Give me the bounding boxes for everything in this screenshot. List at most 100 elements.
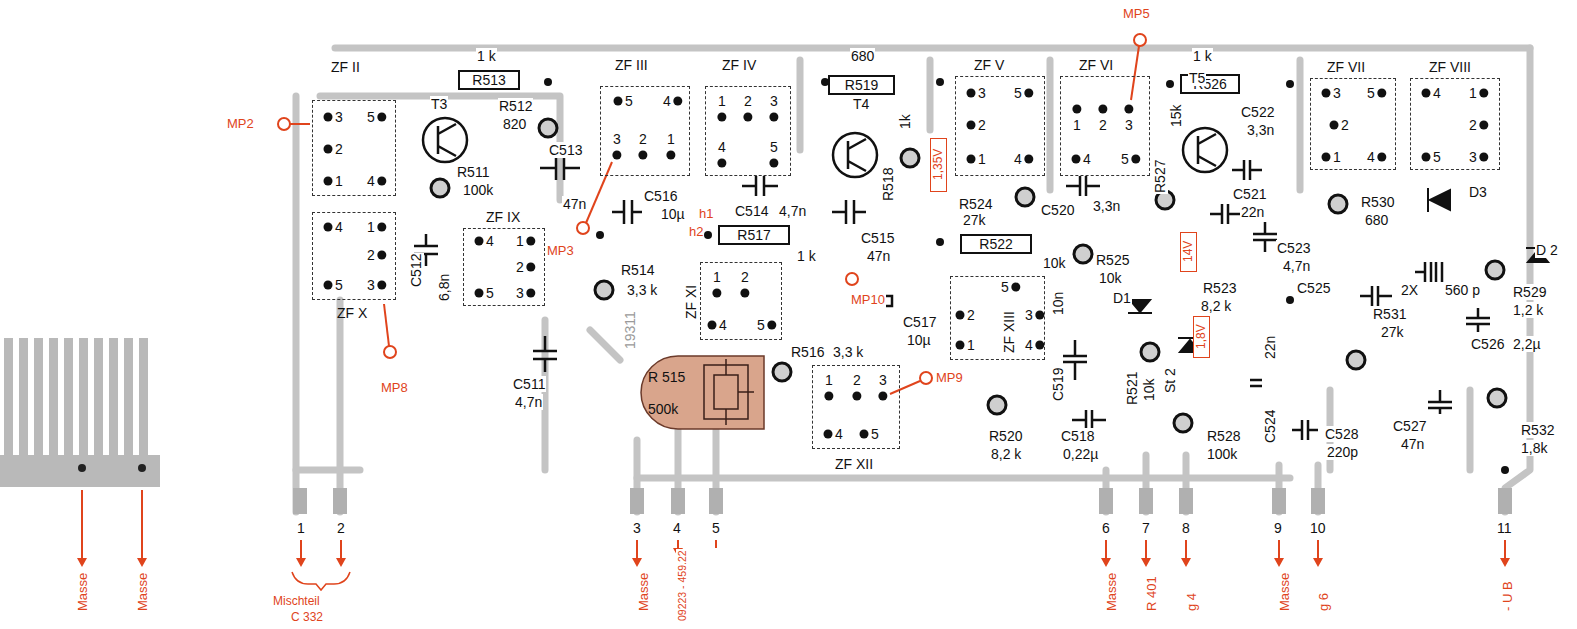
pin-arrow — [77, 548, 1510, 567]
pin-dot — [717, 113, 726, 122]
solder-pad — [1174, 414, 1192, 432]
heat-sink — [34, 338, 43, 458]
test-point — [384, 346, 396, 358]
component-label: 47n — [866, 248, 891, 264]
component-label: 10µ — [660, 206, 686, 222]
copper-trace — [1467, 390, 1474, 470]
pin-dot — [740, 289, 749, 298]
pin-number: 4 — [719, 317, 727, 333]
transistor-symbol — [438, 124, 456, 156]
component-label: 1 k — [1192, 48, 1213, 64]
pin-dots — [956, 77, 1046, 177]
component-label: h1 — [698, 206, 714, 222]
part-label: ZF V — [974, 57, 1004, 73]
pin-dot — [860, 430, 869, 439]
pin-number: 5 — [770, 139, 778, 155]
connector-pin-number: 10 — [1309, 520, 1327, 536]
diode-symbol — [1130, 300, 1150, 312]
capacitor-symbol — [1292, 420, 1318, 440]
solder-dot — [596, 231, 604, 239]
transistor-symbol — [833, 133, 877, 177]
pin-number: 2 — [516, 259, 524, 275]
pin-dot — [824, 392, 833, 401]
pin-number: 3 — [1333, 85, 1341, 101]
component-label: C527 — [1392, 418, 1427, 434]
part-label: ZF X — [337, 305, 367, 321]
pin-number: 1 — [978, 151, 986, 167]
component-label: 10k — [1098, 270, 1123, 286]
component-label: R521 — [1124, 371, 1140, 406]
capacitor-symbol — [1250, 380, 1262, 386]
connector-pin-number: 3 — [632, 520, 642, 536]
component-label: 10k — [1042, 255, 1067, 271]
pin-number: 2 — [335, 141, 343, 157]
pin-number: 1 — [1333, 149, 1341, 165]
potentiometer: R 515500k — [640, 355, 765, 430]
board-number: 19311 — [622, 310, 638, 350]
pin-dots — [313, 213, 397, 301]
test-point — [846, 273, 858, 285]
component-label: 3,3 k — [626, 282, 658, 298]
resistor-label: R517 — [737, 227, 770, 243]
solder-dot — [544, 78, 552, 86]
test-point-label: MP5 — [1122, 6, 1151, 22]
pin-dot — [712, 289, 721, 298]
connector-finger — [1179, 488, 1193, 514]
pin-number: 1 — [1073, 117, 1081, 133]
component-label: 680 — [1364, 212, 1389, 228]
destination-label: g 6 — [1316, 592, 1332, 612]
pin-dot — [1035, 341, 1044, 350]
pin-dot — [1035, 311, 1044, 320]
solder-pad — [1488, 389, 1506, 407]
pin-dot — [1131, 155, 1140, 164]
pin-dot — [1072, 105, 1081, 114]
transformer-can: ZF XI1245 — [700, 262, 782, 340]
transformer-can: ZF III54321 — [600, 86, 690, 176]
component-label: 1,8k — [1520, 440, 1548, 456]
component-label: 22n — [1262, 335, 1278, 360]
component-label: 27k — [962, 212, 987, 228]
pin-number: 2 — [741, 269, 749, 285]
connector-finger — [1272, 488, 1286, 514]
pin-dot — [767, 321, 776, 330]
destination-label: Masse — [636, 572, 652, 612]
capacitor-symbol — [1210, 204, 1240, 224]
pin-number: 2 — [853, 372, 861, 388]
destination-label: C 332 — [290, 610, 324, 624]
component-label: C526 — [1470, 336, 1505, 352]
potentiometer-label: 500k — [648, 401, 678, 417]
pin-number: 5 — [486, 285, 494, 301]
voltage-box: 14V — [1180, 232, 1197, 272]
heat-sink — [0, 338, 160, 487]
component-label: C525 — [1296, 280, 1331, 296]
transformer-can: ZF XII12345 — [812, 365, 900, 449]
destination-label: g 4 — [1184, 592, 1200, 612]
connector-finger — [1311, 488, 1325, 514]
pin-number: 5 — [871, 426, 879, 442]
copper-trace — [590, 330, 620, 360]
transistor-symbol — [1198, 134, 1216, 166]
solder-dot — [1501, 466, 1509, 474]
pin-number: 2 — [367, 247, 375, 263]
transformer-can: ZF VI12345 — [1060, 76, 1150, 176]
solder-pad — [1141, 343, 1159, 361]
copper-trace — [1106, 455, 1318, 512]
pin-number: 5 — [1433, 149, 1441, 165]
pin-dot — [324, 281, 333, 290]
test-point — [890, 381, 920, 394]
pin-number: 4 — [486, 233, 494, 249]
component-label: 4,7n — [514, 394, 543, 410]
pin-dot — [1377, 153, 1386, 162]
component-label: R527 — [1152, 159, 1168, 194]
component-label: 8,2 k — [1200, 298, 1232, 314]
capacitor-symbol — [533, 336, 557, 372]
pin-number: 1 — [516, 233, 524, 249]
transistor-symbol — [423, 118, 467, 162]
pin-number: 3 — [1125, 117, 1133, 133]
component-label: C512 — [408, 253, 424, 288]
pin-number: 3 — [879, 372, 887, 388]
pin-dot — [324, 223, 333, 232]
part-label: ZF IV — [722, 57, 756, 73]
component-label: C514 — [734, 203, 769, 219]
pin-dot — [377, 223, 386, 232]
